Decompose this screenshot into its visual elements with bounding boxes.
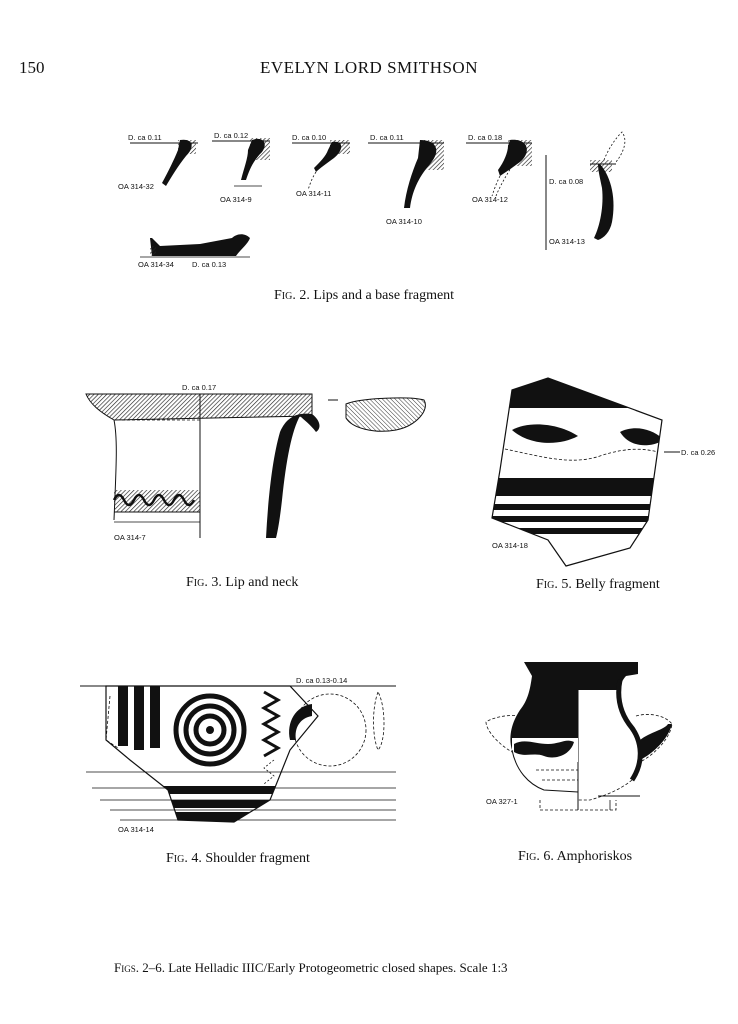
figure-3-caption: Fig. 3. Lip and neck <box>186 575 299 590</box>
diameter-label: D. ca 0.13 <box>192 260 226 269</box>
figure-4-drawing: D. ca 0.13-0.14 OA 314-14 <box>80 676 396 834</box>
figure-4-caption: Fig. 4. Shoulder fragment <box>166 851 310 866</box>
sherd-oa-314-18: D. ca 0.26 OA 314-18 <box>491 377 715 567</box>
sherd-oa-314-10: D. ca 0.11 OA 314-10 <box>368 133 444 226</box>
catalogue-label: OA 314-13 <box>549 237 585 246</box>
figure-2-caption: Fig. 2. Lips and a base fragment <box>274 288 455 303</box>
plate-caption: Figs. 2–6. Late Helladic IIIC/Early Prot… <box>114 960 508 975</box>
catalogue-label: OA 327-1 <box>486 797 518 806</box>
running-head: EVELYN LORD SMITHSON <box>260 58 478 77</box>
vessel-oa-327-1: OA 327-1 <box>485 662 673 811</box>
figure-6-drawing: OA 327-1 <box>485 662 673 811</box>
diameter-label: D. ca 0.18 <box>468 133 502 142</box>
sherd-oa-314-13: D. ca 0.08 OA 314-13 <box>545 131 626 250</box>
catalogue-label: OA 314-32 <box>118 182 154 191</box>
diameter-label: D. ca 0.12 <box>214 131 248 140</box>
catalogue-label: OA 314-14 <box>118 825 154 834</box>
figure-2-drawing: D. ca 0.11 OA 314-32 D. ca 0.12 OA 314-9… <box>118 131 626 269</box>
page-number: 150 <box>19 58 45 77</box>
diameter-label: D. ca 0.26 <box>681 448 715 457</box>
sherd-oa-314-34: OA 314-34 D. ca 0.13 <box>138 234 250 269</box>
catalogue-label: OA 314-18 <box>492 541 528 550</box>
catalogue-label: OA 314-12 <box>472 195 508 204</box>
catalogue-label: OA 314-9 <box>220 195 252 204</box>
diameter-label: D. ca 0.11 <box>370 133 404 142</box>
diameter-label: D. ca 0.11 <box>128 133 162 142</box>
sherd-oa-314-9: D. ca 0.12 OA 314-9 <box>212 131 270 204</box>
figure-3-drawing: D. ca 0.17 OA 314-7 <box>85 383 426 542</box>
catalogue-label: OA 314-11 <box>296 189 331 198</box>
catalogue-label: OA 314-10 <box>386 217 422 226</box>
sherd-oa-314-12: D. ca 0.18 OA 314-12 <box>466 133 532 204</box>
figure-5-drawing: D. ca 0.26 OA 314-18 <box>491 377 715 567</box>
diameter-label: D. ca 0.17 <box>182 383 216 392</box>
sherd-oa-314-14: D. ca 0.13-0.14 OA 314-14 <box>80 676 396 834</box>
sherd-oa-314-11: D. ca 0.10 OA 314-11 <box>292 133 350 198</box>
figure-6-caption: Fig. 6. Amphoriskos <box>518 849 633 864</box>
sherd-oa-314-32: D. ca 0.11 OA 314-32 <box>118 133 198 191</box>
figure-5-caption: Fig. 5. Belly fragment <box>536 577 660 592</box>
vessel-oa-314-7: D. ca 0.17 OA 314-7 <box>85 383 426 542</box>
catalogue-label: OA 314-7 <box>114 533 146 542</box>
diameter-label: D. ca 0.08 <box>549 177 583 186</box>
catalogue-label: OA 314-34 <box>138 260 174 269</box>
diameter-label: D. ca 0.13-0.14 <box>296 676 347 685</box>
diameter-label: D. ca 0.10 <box>292 133 326 142</box>
